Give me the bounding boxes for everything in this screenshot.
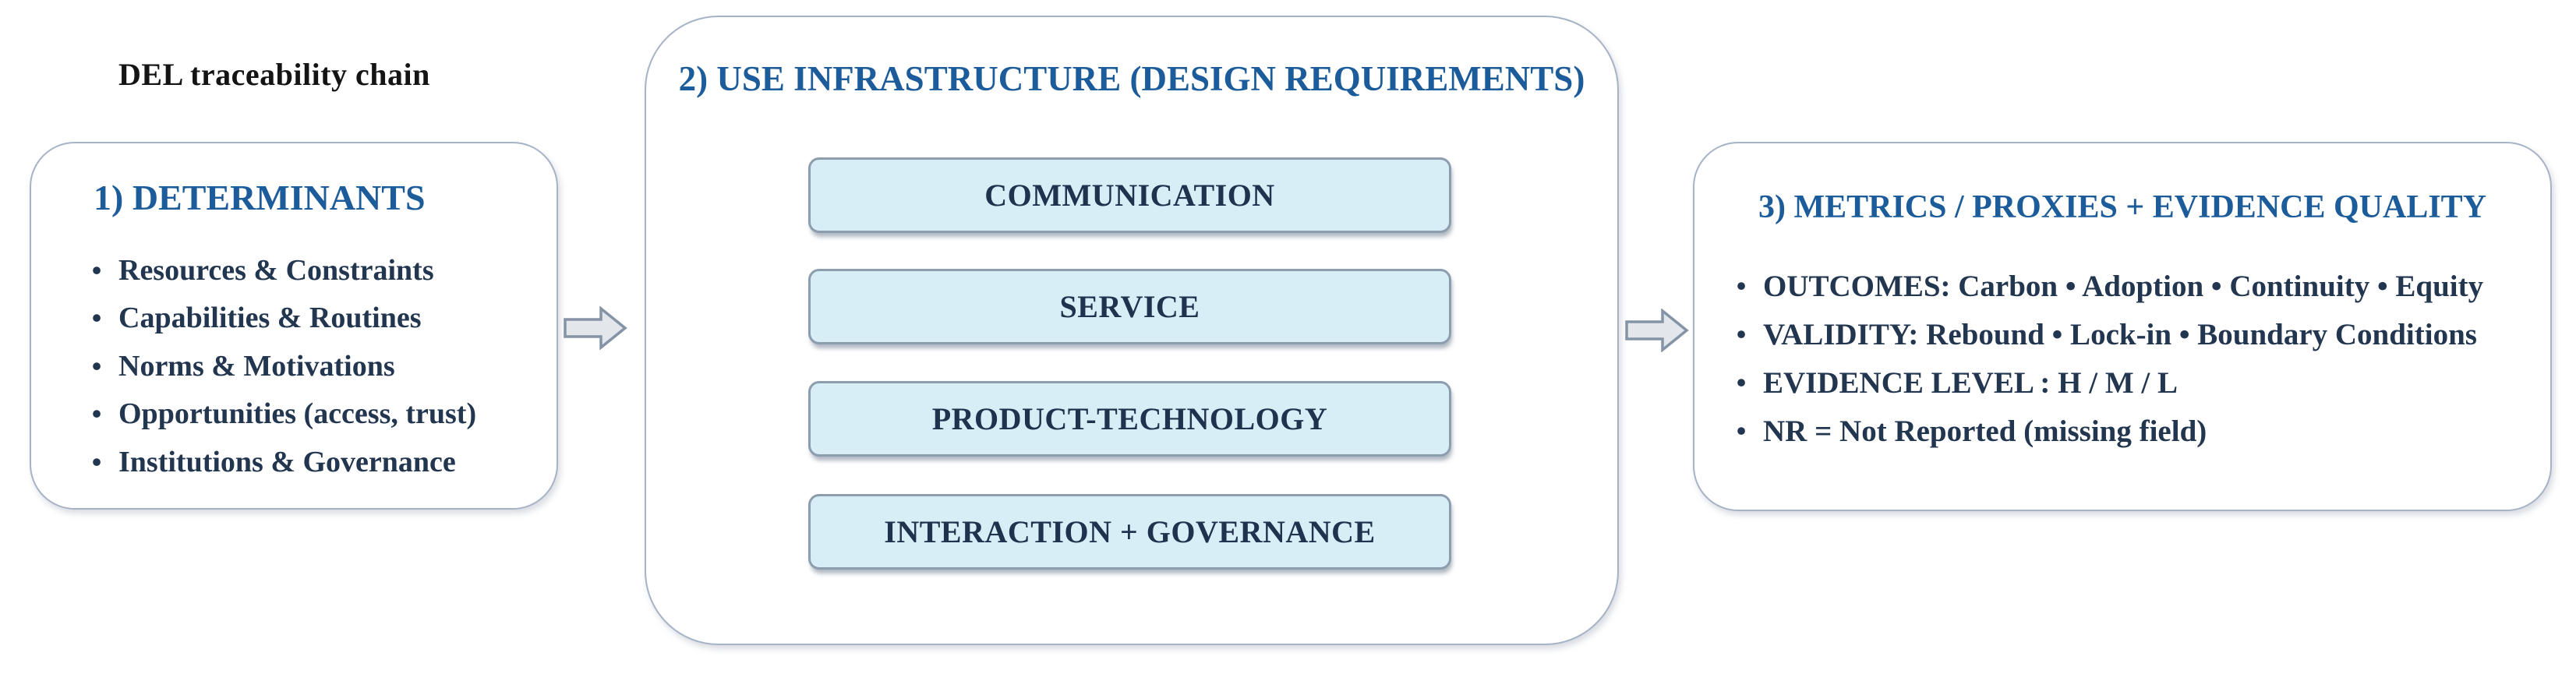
bullet-icon: • (91, 446, 102, 478)
use-infrastructure-heading: 2) USE INFRASTRUCTURE (DESIGN REQUIREMEN… (678, 59, 1585, 98)
list-item: • EVIDENCE LEVEL : H / M / L (1730, 358, 2483, 407)
list-item: • Institutions & Governance (86, 438, 476, 486)
list-item-text: EVIDENCE LEVEL : H / M / L (1763, 365, 2178, 400)
metrics-list: • OUTCOMES: Carbon • Adoption • Continui… (1730, 262, 2483, 455)
list-item-text: Opportunities (access, trust) (118, 397, 477, 431)
bullet-icon: • (1736, 367, 1747, 398)
bullet-icon: • (91, 302, 102, 334)
list-item: • OUTCOMES: Carbon • Adoption • Continui… (1730, 262, 2483, 310)
list-item-text: NR = Not Reported (missing field) (1763, 414, 2207, 448)
component-label: SERVICE (1059, 289, 1200, 324)
list-item-text: Resources & Constraints (118, 253, 434, 287)
bullet-icon: • (1736, 319, 1747, 350)
list-item: • Norms & Motivations (86, 342, 476, 390)
component-label: PRODUCT-TECHNOLOGY (931, 401, 1328, 436)
list-item: • VALIDITY: Rebound • Lock-in • Boundary… (1730, 310, 2483, 358)
determinants-list: • Resources & Constraints • Capabilities… (86, 246, 476, 486)
metrics-box: 3) METRICS / PROXIES + EVIDENCE QUALITY … (1693, 142, 2552, 511)
flow-arrow-right-icon (1625, 309, 1689, 352)
bullet-icon: • (91, 254, 102, 286)
list-item: • Opportunities (access, trust) (86, 390, 476, 439)
diagram-title: DEL traceability chain (118, 57, 430, 92)
metrics-heading: 3) METRICS / PROXIES + EVIDENCE QUALITY (1758, 189, 2487, 225)
list-item: • NR = Not Reported (missing field) (1730, 407, 2483, 455)
determinants-box: 1) DETERMINANTS • Resources & Constraint… (30, 142, 558, 510)
list-item: • Resources & Constraints (86, 246, 476, 295)
use-infrastructure-box: 2) USE INFRASTRUCTURE (DESIGN REQUIREMEN… (645, 16, 1619, 645)
list-item-text: Norms & Motivations (118, 349, 395, 383)
component-label: INTERACTION + GOVERNANCE (884, 514, 1376, 549)
list-item-text: VALIDITY: Rebound • Lock-in • Boundary C… (1763, 317, 2477, 351)
component-service: SERVICE (808, 269, 1451, 344)
flow-arrow-right-icon (564, 306, 627, 350)
list-item-text: OUTCOMES: Carbon • Adoption • Continuity… (1763, 269, 2484, 303)
component-interaction-governance: INTERACTION + GOVERNANCE (808, 494, 1451, 570)
list-item-text: Institutions & Governance (118, 445, 456, 478)
bullet-icon: • (1736, 415, 1747, 446)
component-product-technology: PRODUCT-TECHNOLOGY (808, 381, 1451, 457)
bullet-icon: • (91, 350, 102, 382)
bullet-icon: • (1736, 270, 1747, 302)
component-communication: COMMUNICATION (808, 157, 1451, 233)
component-label: COMMUNICATION (984, 178, 1275, 213)
list-item-text: Capabilities & Routines (118, 302, 422, 335)
determinants-heading: 1) DETERMINANTS (94, 178, 426, 217)
list-item: • Capabilities & Routines (86, 295, 476, 343)
bullet-icon: • (91, 398, 102, 430)
